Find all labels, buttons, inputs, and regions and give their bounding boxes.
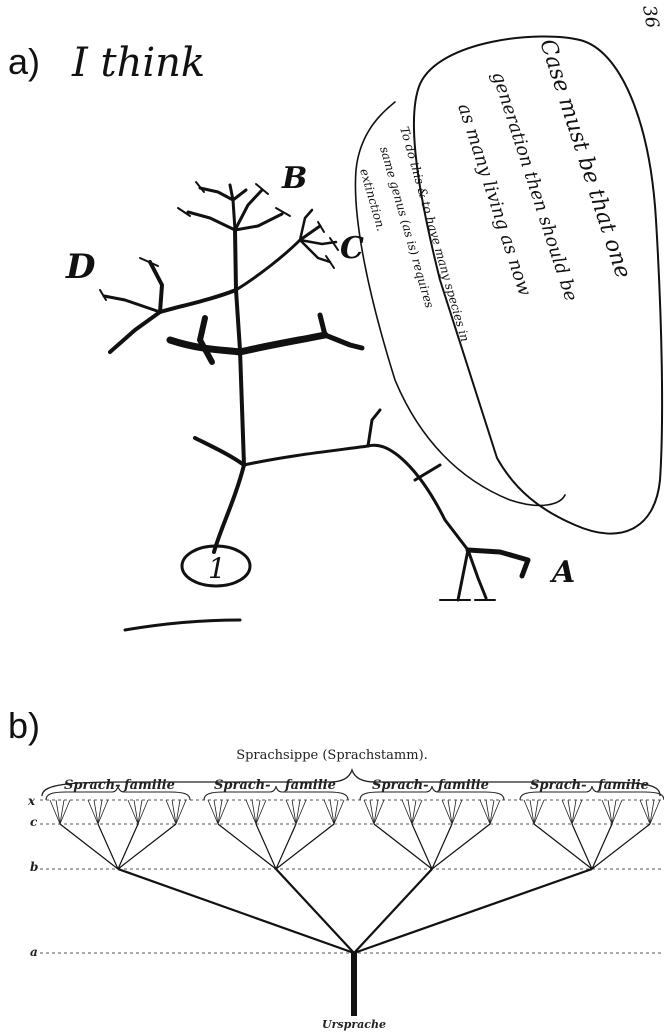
twig-2-2-1 — [246, 800, 256, 824]
twig-1-4-1 — [166, 800, 176, 824]
twig-4-2-3 — [572, 800, 576, 824]
twig-2-3-4 — [296, 800, 306, 824]
twig-4-2-4 — [572, 800, 582, 824]
branch-b-c-1-1 — [60, 824, 118, 869]
twig-1-2-2 — [94, 800, 98, 824]
branch-b-c-1-3 — [118, 824, 138, 869]
twig-1-3-4 — [138, 800, 148, 824]
twig-3-2-4 — [412, 800, 422, 824]
twig-4-3-2 — [608, 800, 612, 824]
twig-2-3-2 — [292, 800, 296, 824]
twig-4-4-2 — [646, 800, 650, 824]
twig-1-3-1 — [128, 800, 138, 824]
branch-b-c-4-3 — [592, 824, 612, 869]
twig-3-3-4 — [452, 800, 462, 824]
twig-2-1-2 — [214, 800, 218, 824]
twig-1-1-2 — [56, 800, 60, 824]
twig-2-1-4 — [218, 800, 228, 824]
twig-4-3-1 — [602, 800, 612, 824]
twig-4-3-3 — [612, 800, 616, 824]
branch-b-c-2-3 — [276, 824, 296, 869]
branch-a-b-1 — [118, 869, 354, 953]
branch-b-c-2-2 — [256, 824, 276, 869]
twig-3-3-1 — [442, 800, 452, 824]
twig-3-2-3 — [412, 800, 416, 824]
branch-b-c-2-1 — [218, 824, 276, 869]
branch-a-b-2 — [276, 869, 354, 953]
twig-2-4-3 — [334, 800, 338, 824]
twig-2-2-3 — [256, 800, 260, 824]
twig-2-3-1 — [286, 800, 296, 824]
twig-3-4-3 — [490, 800, 494, 824]
family-brace-1 — [46, 786, 190, 800]
twig-2-4-4 — [334, 800, 344, 824]
twig-4-1-1 — [524, 800, 534, 824]
twig-1-2-4 — [98, 800, 108, 824]
twig-4-1-2 — [530, 800, 534, 824]
twig-3-1-4 — [374, 800, 384, 824]
twig-4-1-4 — [534, 800, 544, 824]
twig-1-1-3 — [60, 800, 64, 824]
twig-2-2-4 — [256, 800, 266, 824]
twig-3-1-2 — [370, 800, 374, 824]
branch-b-c-4-4 — [592, 824, 650, 869]
twig-4-1-3 — [534, 800, 538, 824]
branch-b-c-1-4 — [118, 824, 176, 869]
twig-1-1-1 — [50, 800, 60, 824]
branch-a-b-4 — [354, 869, 592, 953]
family-brace-4 — [520, 786, 664, 800]
twig-1-2-1 — [88, 800, 98, 824]
twig-1-3-2 — [134, 800, 138, 824]
twig-1-2-3 — [98, 800, 102, 824]
branch-b-c-3-2 — [412, 824, 432, 869]
twig-4-2-1 — [562, 800, 572, 824]
branch-b-c-3-3 — [432, 824, 452, 869]
twig-4-3-4 — [612, 800, 622, 824]
twig-1-3-3 — [138, 800, 142, 824]
twig-1-4-3 — [176, 800, 180, 824]
branch-b-c-2-4 — [276, 824, 334, 869]
twig-3-4-4 — [490, 800, 500, 824]
twig-3-1-1 — [364, 800, 374, 824]
branch-b-c-1-2 — [98, 824, 118, 869]
twig-2-4-1 — [324, 800, 334, 824]
twig-2-1-1 — [208, 800, 218, 824]
twig-3-2-2 — [408, 800, 412, 824]
twig-3-1-3 — [374, 800, 378, 824]
twig-4-4-4 — [650, 800, 660, 824]
twig-3-2-1 — [402, 800, 412, 824]
twig-2-4-2 — [330, 800, 334, 824]
branch-b-c-3-4 — [432, 824, 490, 869]
branch-b-c-3-1 — [374, 824, 432, 869]
family-brace-3 — [360, 786, 504, 800]
twig-3-4-1 — [480, 800, 490, 824]
twig-3-3-2 — [448, 800, 452, 824]
twig-4-4-1 — [640, 800, 650, 824]
twig-4-4-3 — [650, 800, 654, 824]
twig-3-3-3 — [452, 800, 456, 824]
twig-1-4-4 — [176, 800, 186, 824]
twig-1-1-4 — [60, 800, 70, 824]
twig-2-2-2 — [252, 800, 256, 824]
twig-4-2-2 — [568, 800, 572, 824]
family-brace-2 — [204, 786, 348, 800]
branch-b-c-4-2 — [572, 824, 592, 869]
twig-2-1-3 — [218, 800, 222, 824]
twig-3-4-2 — [486, 800, 490, 824]
twig-2-3-3 — [296, 800, 300, 824]
branch-b-c-4-1 — [534, 824, 592, 869]
twig-1-4-2 — [172, 800, 176, 824]
